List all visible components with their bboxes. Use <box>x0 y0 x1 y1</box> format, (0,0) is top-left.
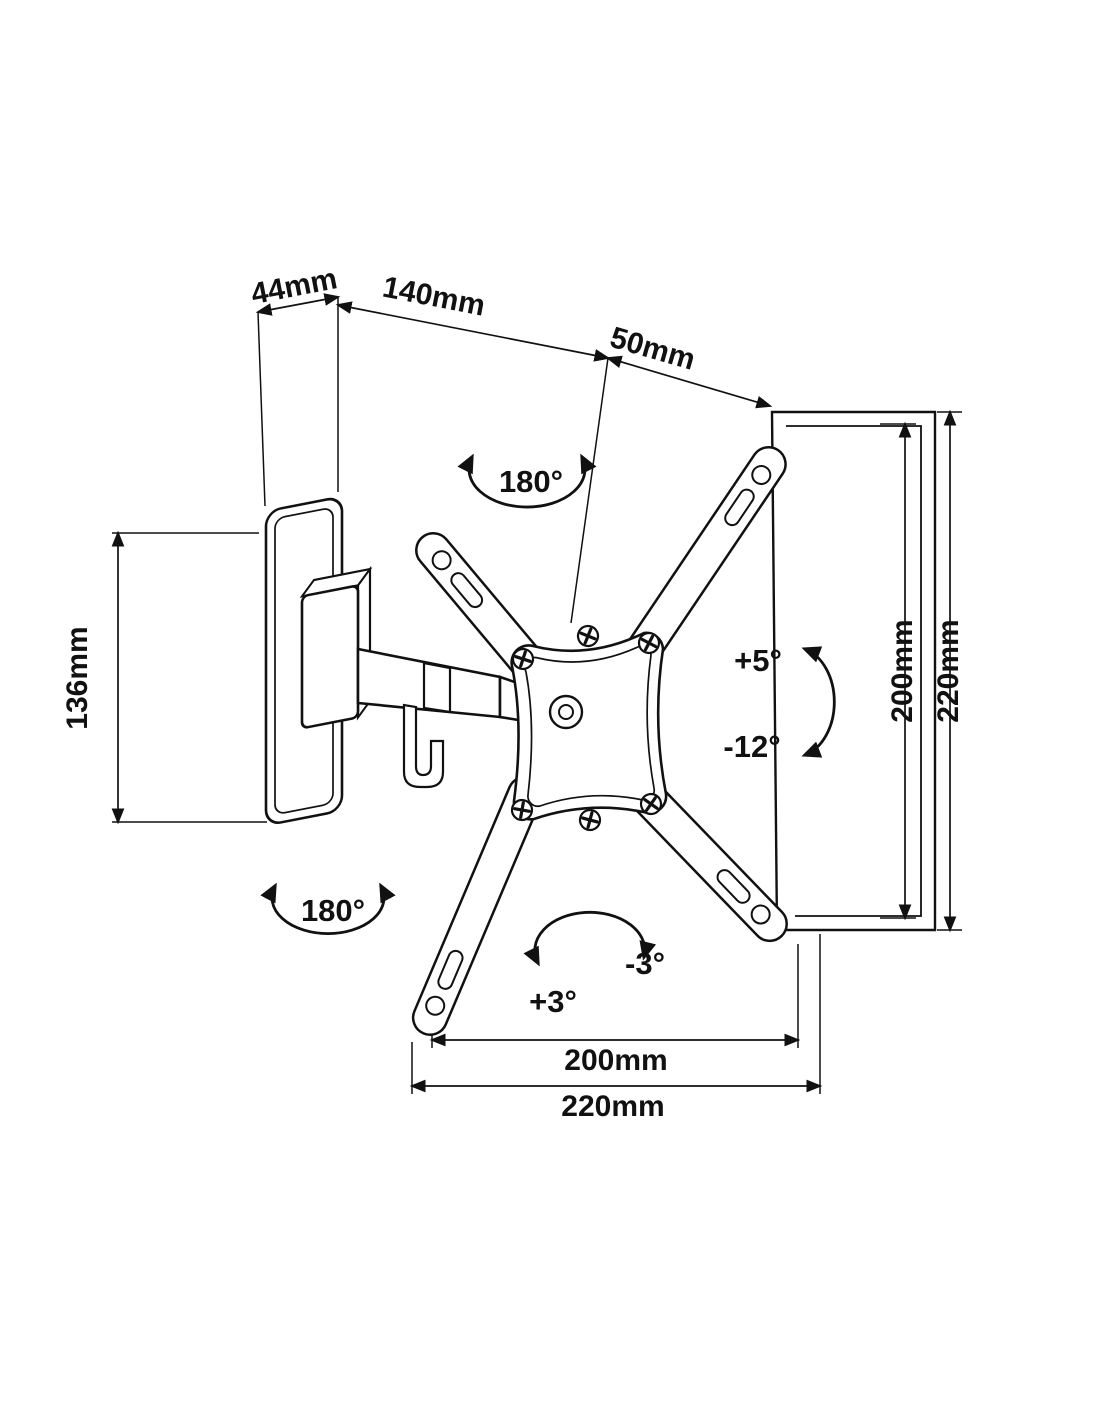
vesa-plate <box>510 624 668 832</box>
arm-end-hole <box>425 995 446 1016</box>
angle-annotations: 180° 180° +5° -12° +3° -3° <box>260 453 836 1019</box>
tilt-up-label: +5° <box>734 643 782 678</box>
screw <box>511 647 535 671</box>
dim-label-220mm-bottom: 220mm <box>561 1090 664 1123</box>
dim-line-50mm <box>605 355 773 409</box>
arm-slot-hole <box>724 488 755 527</box>
arm-slot-hole <box>437 949 464 990</box>
panel-outer-edge <box>770 410 937 932</box>
dimension-lines <box>111 293 957 1093</box>
tilt-arc <box>801 646 836 758</box>
dim-label-136mm: 136mm <box>61 626 94 729</box>
level-left-label: +3° <box>529 984 577 1019</box>
dim-label-200mm-bottom: 200mm <box>564 1044 667 1077</box>
screw <box>639 792 663 816</box>
arm-end-hole <box>750 904 771 925</box>
swivel-arc-bottom <box>260 882 396 935</box>
plate-screws <box>510 624 663 832</box>
panel-outline <box>770 410 937 932</box>
vesa-arms <box>411 445 788 1036</box>
dim-label-220mm-right: 220mm <box>932 619 965 722</box>
level-right-label: -3° <box>625 946 665 981</box>
dim-line-44mm <box>255 293 341 316</box>
swivel-top-label: 180° <box>499 464 563 499</box>
pivot-inner-ring <box>558 704 574 720</box>
dim-label-44mm: 44mm <box>248 262 339 311</box>
screw <box>637 631 661 655</box>
arm-end-hole <box>431 550 452 571</box>
swivel-arc-top <box>457 453 597 509</box>
vesa-arm-lower-right <box>625 775 788 943</box>
swivel-bottom-label: 180° <box>301 893 365 928</box>
arm-slot-hole <box>450 572 484 609</box>
cable-hook <box>402 703 445 789</box>
screw <box>578 808 602 832</box>
dim-label-50mm: 50mm <box>606 321 698 377</box>
hinge-front-face <box>300 585 360 729</box>
arm-slot-hole <box>716 869 751 904</box>
dim-label-200mm-right: 200mm <box>886 619 919 722</box>
wall-bracket <box>264 497 558 824</box>
arm-end-hole <box>751 465 772 486</box>
pivot-outer-ring <box>548 694 584 730</box>
screw <box>576 624 600 648</box>
vesa-arm-upper-left <box>415 532 549 685</box>
dim-line-140mm <box>335 301 611 362</box>
arm-clamp <box>422 661 452 714</box>
screw <box>510 798 534 822</box>
dim-label-140mm: 140mm <box>380 271 488 323</box>
tilt-down-label: -12° <box>723 729 780 764</box>
level-arc <box>523 910 657 967</box>
panel-inner-edge <box>786 425 922 917</box>
